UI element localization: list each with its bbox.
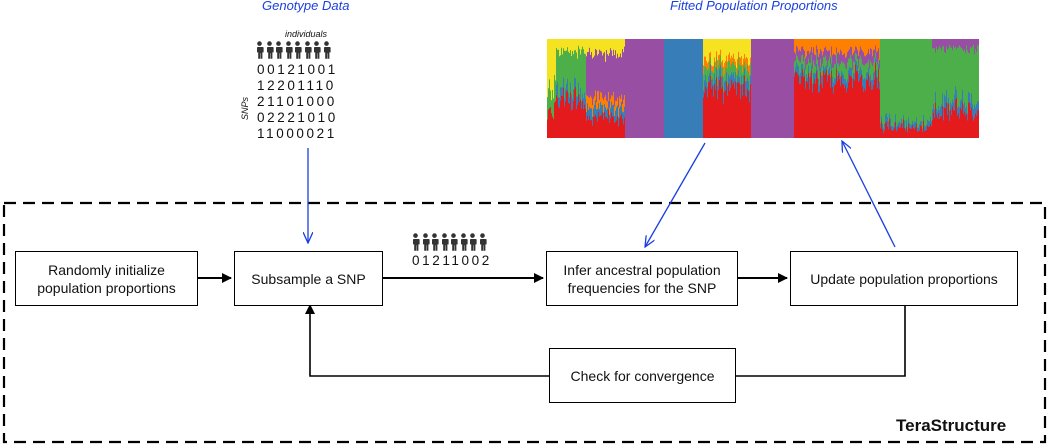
fitted-proportions-title: Fitted Population Proportions (670, 0, 838, 13)
person-icon (284, 41, 293, 64)
genotype-row: 21101000 (257, 94, 337, 109)
genotype-row: 00121001 (257, 62, 338, 77)
admixture-block (751, 39, 795, 138)
person-icon (265, 41, 274, 64)
arrow-plot-to-infer (645, 142, 706, 247)
admixture-block (625, 39, 665, 138)
admixture-block (664, 39, 704, 138)
arrow-update-to-plot (842, 141, 896, 248)
individuals-label: individuals (285, 29, 328, 39)
admixture-block (932, 39, 979, 138)
person-icon (440, 233, 449, 256)
admixture-block (547, 39, 557, 138)
terastructure-frame (2, 201, 1047, 444)
box-check-convergence: Check for convergence (549, 348, 736, 403)
box-subsample-snp: Subsample a SNP (234, 251, 383, 306)
person-icon (255, 41, 264, 64)
person-icon (468, 233, 477, 256)
arrow-check-to-subsample (305, 304, 549, 377)
genotype-row: 11000021 (257, 126, 337, 141)
admixture-block (556, 39, 587, 138)
person-icon (430, 233, 439, 256)
box-infer-frequencies: Infer ancestral population frequencies f… (546, 251, 738, 306)
genotype-row: 02221010 (257, 110, 338, 125)
sampled-snp-values: 01211002 (412, 253, 492, 268)
admixture-block (703, 39, 752, 138)
individuals-icons (255, 41, 331, 64)
person-icon (459, 233, 468, 256)
person-icon (411, 233, 420, 256)
admixture-block (880, 39, 933, 138)
genotype-matrix: 00121001 12201110 21101000 02221010 1100… (257, 62, 338, 142)
sampled-individuals-icons (411, 233, 487, 256)
box-random-init: Randomly initialize population proportio… (15, 251, 198, 306)
genotype-data-title: Genotype Data (262, 0, 350, 13)
person-icon (303, 41, 312, 64)
person-icon (293, 41, 302, 64)
admixture-block (586, 39, 626, 138)
person-icon (274, 41, 283, 64)
genotype-row: 12201110 (257, 78, 336, 93)
structure-plot (547, 39, 979, 138)
box-update-proportions: Update population proportions (790, 251, 1018, 306)
person-icon (449, 233, 458, 256)
person-icon (312, 41, 321, 64)
person-icon (421, 233, 430, 256)
person-icon (478, 233, 487, 256)
admixture-block (794, 39, 881, 138)
terastructure-label: TeraStructure (896, 416, 1007, 435)
line-update-to-check (736, 303, 906, 377)
person-icon (322, 41, 331, 64)
